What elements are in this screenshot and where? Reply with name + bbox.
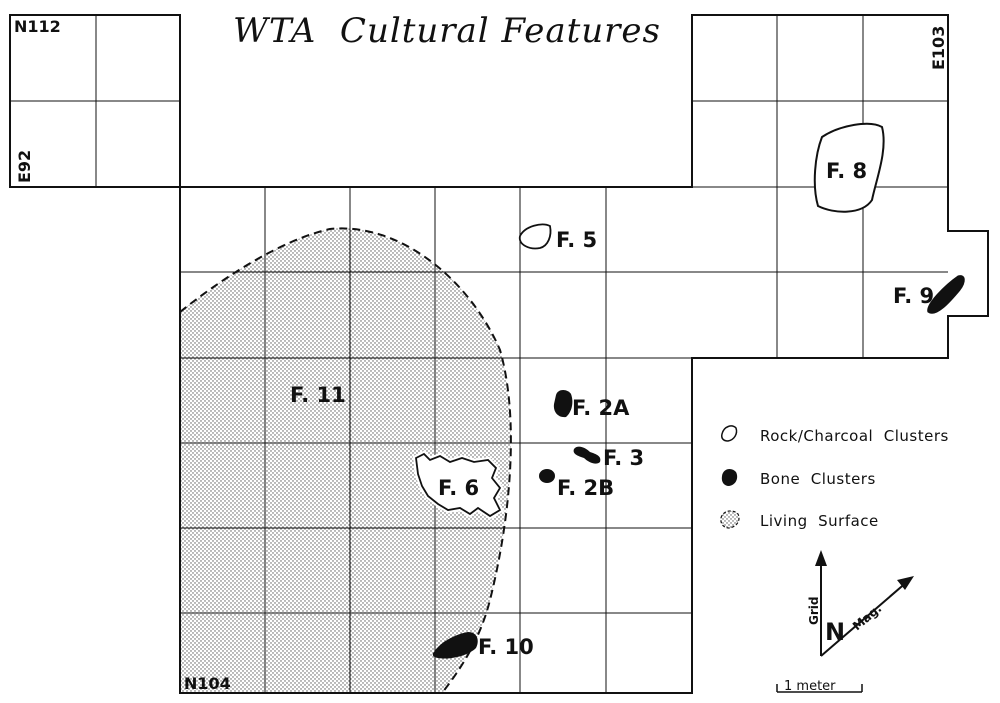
living-surface-area [180, 228, 511, 693]
north-arrow: N Grid Mag. [807, 550, 914, 657]
feature-2b-label: F. 2B [557, 476, 614, 500]
feature-2a-label: F. 2A [572, 396, 630, 420]
legend-rock-label: Rock/Charcoal Clusters [760, 427, 949, 445]
feature-2a-bone-cluster [553, 390, 573, 418]
feature-10-bone-cluster [432, 632, 478, 659]
legend-living-symbol [720, 510, 740, 529]
scale-bar-label: 1 meter [784, 679, 836, 694]
feature-9-bone-cluster [927, 275, 965, 314]
grid-main [180, 187, 692, 693]
feature-9-label: F. 9 [893, 284, 934, 308]
legend: Rock/Charcoal Clusters Bone Clusters Liv… [720, 425, 949, 530]
feature-10-label: F. 10 [478, 635, 534, 659]
mag-north-arrowhead [897, 576, 914, 590]
legend-bone-label: Bone Clusters [760, 470, 876, 488]
feature-5-rock-cluster [518, 223, 552, 250]
map-title: WTA Cultural Features [233, 11, 661, 51]
grid-north-arrowhead [815, 550, 827, 566]
legend-bone-symbol [721, 468, 738, 486]
grid-upper-left [10, 15, 180, 187]
grid-label-e92: E92 [15, 150, 34, 183]
feature-11-label: F. 11 [290, 383, 346, 407]
feature-3-bone-cluster [573, 446, 601, 464]
living-surface-boundary [180, 227, 512, 693]
feature-8-rock-cluster [813, 122, 885, 213]
grid-label-n112: N112 [14, 17, 61, 36]
feature-6-rock-cluster [415, 452, 502, 518]
mag-north-line [820, 580, 909, 657]
grid-label-e103: E103 [929, 26, 948, 70]
feature-8-label: F. 8 [826, 159, 867, 183]
north-letter: N [825, 618, 845, 646]
mag-label: Mag. [850, 601, 884, 633]
feature-6-label: F. 6 [438, 476, 479, 500]
legend-rock-symbol [721, 425, 738, 442]
feature-5-label: F. 5 [556, 228, 597, 252]
grid-label-n104: N104 [184, 674, 231, 693]
grid-label: Grid [807, 597, 821, 625]
feature-3-label: F. 3 [603, 446, 644, 470]
legend-living-label: Living Surface [760, 512, 879, 530]
excavation-boundary [9, 14, 989, 694]
scale-bar: 1 meter [776, 679, 863, 694]
feature-2b-bone-cluster [539, 469, 555, 483]
